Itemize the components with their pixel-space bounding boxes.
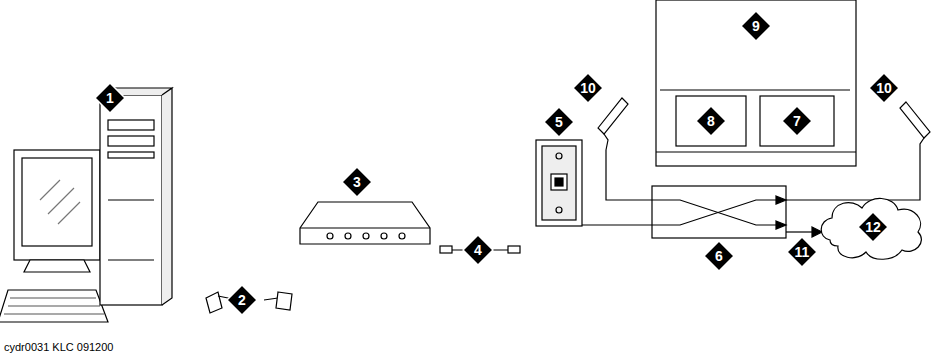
callout-marker: 7 [781,105,813,137]
callout-number: 10 [572,72,604,104]
callout-number: 8 [695,105,727,137]
callout-marker: 8 [695,105,727,137]
figure-code: cydr0031 KLC 091200 [4,341,113,353]
callout-marker: 10 [572,72,604,104]
wall-jack [536,140,652,226]
callout-marker: 1 [94,82,126,114]
callout-marker: 4 [462,234,494,266]
modem [300,202,430,244]
callout-marker: 9 [740,10,772,42]
callout-marker: 10 [868,72,900,104]
callout-number: 10 [868,72,900,104]
callout-number: 11 [786,236,818,268]
amphenol-connector [598,98,930,200]
computer [0,88,172,322]
network-cloud [821,198,921,259]
callout-number: 9 [740,10,772,42]
callout-marker: 5 [543,106,575,138]
callout-number: 7 [781,105,813,137]
callout-number: 5 [543,106,575,138]
callout-marker: 2 [226,284,258,316]
callout-number: 3 [341,166,373,198]
callout-number: 6 [703,240,735,272]
callout-marker: 11 [786,236,818,268]
callout-number: 1 [94,82,126,114]
callout-marker: 3 [341,166,373,198]
switch-cabinet [656,0,856,166]
callout-number: 12 [857,211,889,243]
cross-connect [652,186,822,238]
callout-marker: 6 [703,240,735,272]
callout-marker: 12 [857,211,889,243]
callout-number: 4 [462,234,494,266]
callout-number: 2 [226,284,258,316]
